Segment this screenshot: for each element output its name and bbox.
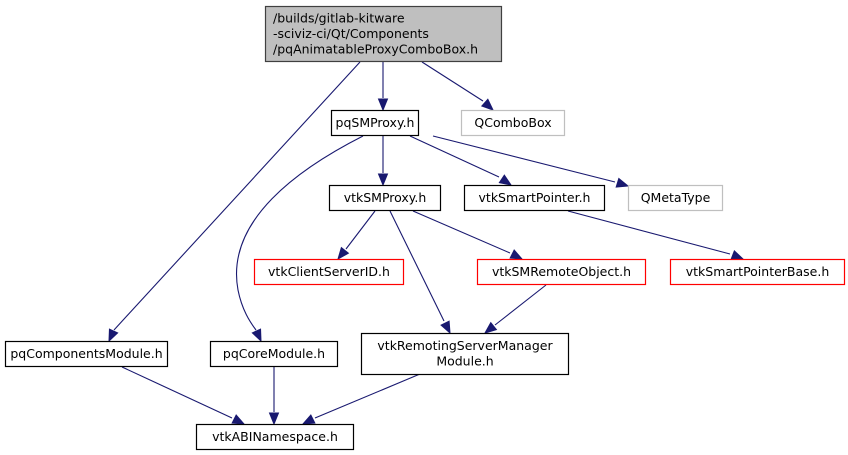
- edge-line: [432, 135, 616, 183]
- nodes-layer: /builds/gitlab-kitware-sciviz-ci/Qt/Comp…: [4, 5, 846, 451]
- edge-line: [236, 135, 364, 331]
- node-label: vtkSMProxy.h: [344, 190, 427, 205]
- node-box: [4, 340, 169, 368]
- node-vtkSMRemoteObject[interactable]: vtkSMRemoteObject.h: [476, 258, 647, 286]
- node-box: [460, 109, 566, 137]
- edge-root-to-pqComponentsModule: [108, 61, 361, 343]
- node-label: vtkSmartPointerBase.h: [686, 264, 830, 279]
- edge-line: [345, 210, 376, 250]
- node-vtkClientServerID[interactable]: vtkClientServerID.h: [253, 258, 405, 286]
- node-box: [476, 258, 647, 286]
- node-label: pqSMProxy.h: [336, 115, 415, 130]
- node-vtkSmartPointer[interactable]: vtkSmartPointer.h: [463, 184, 606, 212]
- arrowhead-icon: [440, 320, 451, 335]
- node-box: [209, 340, 339, 368]
- edge-line: [494, 284, 547, 326]
- arrowhead-icon: [615, 177, 630, 188]
- node-label: vtkSmartPointer.h: [479, 190, 591, 205]
- node-vtkSMProxy[interactable]: vtkSMProxy.h: [328, 184, 442, 212]
- node-label: QComboBox: [474, 115, 551, 130]
- edge-line: [412, 210, 511, 254]
- arrowhead-icon: [301, 414, 316, 425]
- arrowhead-icon: [730, 249, 745, 260]
- node-box: [669, 258, 846, 286]
- edge-vtkSMProxy-to-vtkClientServerID: [337, 210, 376, 261]
- node-label: Module.h: [436, 354, 493, 369]
- node-QMetaType: QMetaType: [627, 184, 724, 212]
- node-label: /builds/gitlab-kitware: [273, 10, 405, 25]
- edge-line: [314, 373, 421, 419]
- edge-pqSMProxy-to-vtkSmartPointer: [409, 135, 513, 186]
- node-label: vtkClientServerID.h: [268, 264, 390, 279]
- arrowhead-icon: [483, 321, 498, 334]
- edge-vtkSMRemoteObject-to-vtkRemotingServerManagerModule: [483, 284, 547, 334]
- node-root[interactable]: /builds/gitlab-kitware-sciviz-ci/Qt/Comp…: [264, 5, 503, 63]
- arrowhead-icon: [337, 246, 350, 261]
- edge-pqSMProxy-to-pqCoreModule: [236, 135, 364, 343]
- edge-line: [113, 61, 361, 331]
- edge-pqCoreModule-to-vtkABINamespace: [268, 367, 280, 426]
- edge-root-to-QComboBox: [421, 61, 494, 111]
- edge-root-to-pqSMProxy: [377, 62, 389, 112]
- edge-line: [567, 210, 731, 255]
- edge-vtkSMProxy-to-vtkSMRemoteObject: [412, 210, 524, 260]
- arrowhead-icon: [108, 328, 119, 343]
- node-box: [463, 184, 606, 212]
- node-box: [253, 258, 405, 286]
- node-label: vtkSMRemoteObject.h: [492, 264, 631, 279]
- edge-pqSMProxy-to-QMetaType: [432, 135, 630, 188]
- arrowhead-icon: [377, 173, 389, 187]
- node-label: vtkABINamespace.h: [212, 429, 338, 444]
- node-label: QMetaType: [641, 190, 711, 205]
- node-label: vtkRemotingServerManager: [377, 338, 553, 353]
- edge-pqSMProxy-to-vtkSMProxy: [377, 136, 389, 187]
- node-pqSMProxy[interactable]: pqSMProxy.h: [330, 109, 420, 137]
- node-box: [195, 423, 355, 451]
- arrowhead-icon: [251, 328, 262, 343]
- node-QComboBox: QComboBox: [460, 109, 566, 137]
- edges-layer: [108, 61, 745, 426]
- node-box: [264, 5, 503, 63]
- edge-line: [409, 135, 500, 178]
- edge-line: [121, 366, 233, 419]
- node-box: [627, 184, 724, 212]
- edge-vtkSmartPointer-to-vtkSmartPointerBase: [567, 210, 745, 260]
- node-pqComponentsModule[interactable]: pqComponentsModule.h: [4, 340, 169, 368]
- node-label: pqComponentsModule.h: [10, 346, 162, 361]
- arrowhead-icon: [377, 98, 389, 112]
- node-label: /pqAnimatableProxyComboBox.h: [273, 41, 478, 56]
- arrowhead-icon: [480, 98, 494, 111]
- edge-vtkRemotingServerManagerModule-to-vtkABINamespace: [301, 373, 421, 425]
- edge-line: [421, 61, 484, 102]
- arrowhead-icon: [509, 249, 524, 260]
- node-box: [360, 332, 570, 376]
- node-vtkABINamespace[interactable]: vtkABINamespace.h: [195, 423, 355, 451]
- node-label: -sciviz-ci/Qt/Components: [273, 26, 429, 41]
- edge-vtkSMProxy-to-vtkRemotingServerManagerModule: [389, 210, 451, 335]
- node-vtkSmartPointerBase[interactable]: vtkSmartPointerBase.h: [669, 258, 846, 286]
- node-pqCoreModule[interactable]: pqCoreModule.h: [209, 340, 339, 368]
- node-box: [328, 184, 442, 212]
- edge-pqComponentsModule-to-vtkABINamespace: [121, 366, 246, 425]
- node-label: pqCoreModule.h: [223, 346, 325, 361]
- edge-line: [389, 210, 445, 322]
- arrowhead-icon: [231, 414, 246, 425]
- node-box: [330, 109, 420, 137]
- arrowhead-icon: [268, 412, 280, 426]
- arrowhead-icon: [498, 174, 513, 186]
